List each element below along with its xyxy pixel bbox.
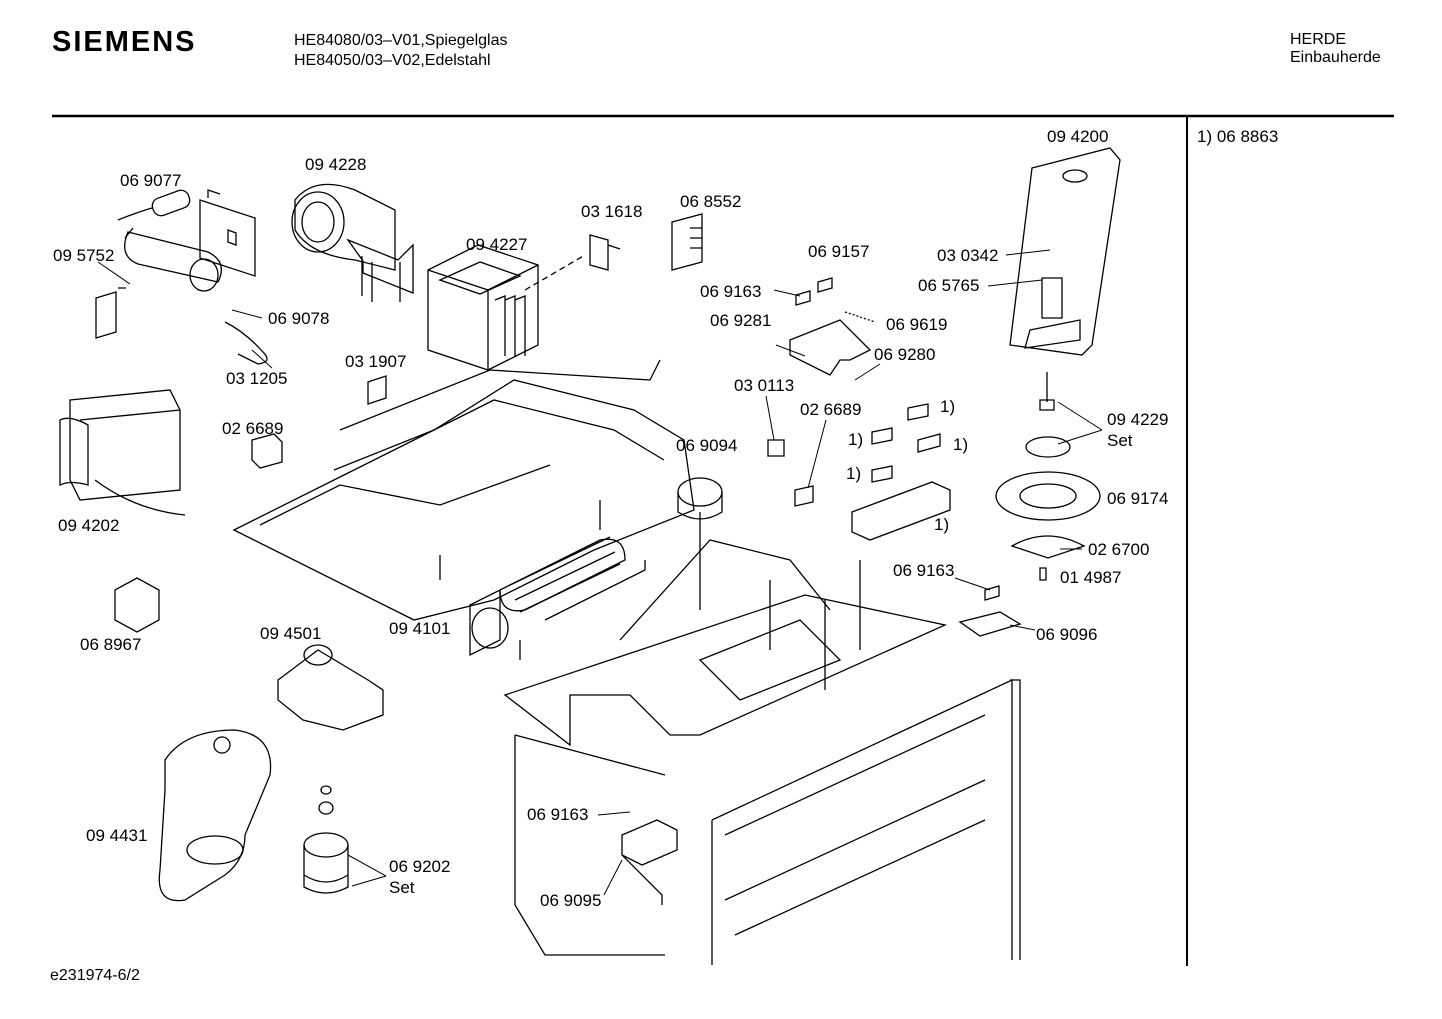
part-026689-left [251,433,283,469]
leader-lines [97,249,1103,896]
label-094202: 09 4202 [58,516,119,535]
part-031907 [367,375,387,405]
label-031618: 03 1618 [581,202,642,221]
switch-bracket [851,481,951,541]
label-069202-set: Set [389,878,415,897]
part-026700 [1010,535,1086,559]
capacitor-069077 [117,189,191,239]
category-main: HERDE [1290,31,1347,48]
label-069096: 06 9096 [1036,625,1097,644]
document-id: e231974-6/2 [50,967,140,984]
category-sub: Einbauherde [1290,49,1381,66]
actuator-069281 [789,319,872,376]
label-069078: 06 9078 [268,309,329,328]
roller-ring-069174 [995,471,1101,521]
label-030113: 03 0113 [734,376,794,395]
tangential-fan-094101 [469,536,646,660]
label-069095: 06 9095 [540,891,601,910]
model-2: HE84050/03–V02,Edelstahl [294,52,491,69]
switch-069096 [958,585,1022,637]
label-094228: 09 4228 [305,155,366,174]
model-1: HE84080/03–V01,Spiegelglas [294,32,508,49]
transformer-094202 [59,389,186,516]
label-068552: 06 8552 [680,192,741,211]
coupler-094229 [1025,436,1071,458]
label-069077: 06 9077 [120,171,181,190]
label-030342: 03 0342 [937,246,998,265]
label-069619: 06 9619 [886,315,947,334]
fan-motor-094501 [277,644,384,731]
label-094501: 09 4501 [260,624,321,643]
label-094227: 09 4227 [466,235,527,254]
part-068552 [671,213,703,271]
label-footnote-ref-2: 1) [848,430,863,449]
spring-069619 [844,311,876,323]
shaft-094229 [1039,372,1055,411]
turntable-plate-094200 [1009,147,1121,356]
part-drawings [59,147,1121,965]
label-031907: 03 1907 [345,352,406,371]
switch-group [871,403,941,483]
label-069202: 06 9202 [389,857,450,876]
footnote: 1) 06 8863 [1197,127,1279,146]
label-footnote-ref-1: 1) [940,397,955,416]
convection-set-069202 [303,785,349,894]
label-095752: 09 5752 [53,246,114,265]
switch-069095 [621,819,678,905]
label-026689: 02 6689 [222,419,283,438]
thermostat-069094 [677,477,723,610]
category: HERDE Einbauherde [1290,31,1381,67]
part-030113 [767,439,785,457]
part-031618 [589,234,621,271]
label-069174: 06 9174 [1107,489,1168,508]
label-069280: 06 9280 [874,345,935,364]
label-069094: 06 9094 [676,436,737,455]
part-labels: 06 9077 09 4228 09 5752 06 9078 03 1205 … [53,127,1168,910]
label-094229-set: Set [1107,431,1133,450]
label-footnote-ref-4: 1) [846,464,861,483]
label-068967: 06 8967 [80,635,141,654]
label-094431: 09 4431 [86,826,147,845]
part-068967 [114,577,160,633]
label-026689-b: 02 6689 [800,400,861,419]
label-014987: 01 4987 [1060,568,1121,587]
label-footnote-ref-3: 1) [953,435,968,454]
magnetron-094227 [427,244,539,371]
cavity-top-tray [232,359,695,621]
label-069281: 06 9281 [710,311,771,330]
label-031205: 03 1205 [226,369,287,388]
brand-logo: SIEMENS [52,26,197,58]
label-069163: 06 9163 [700,282,761,301]
blower-094228 [291,183,414,302]
part-026689-right [794,485,814,507]
label-069157: 06 9157 [808,242,869,261]
label-footnote-ref-5: 1) [934,515,949,534]
screw-014987 [1039,567,1047,581]
label-069163-b: 06 9163 [893,561,954,580]
microswitches-069157 [795,277,833,306]
duct-plate-094431 [158,729,272,902]
label-094200: 09 4200 [1047,127,1108,146]
label-065765: 06 5765 [918,276,979,295]
model-list: HE84080/03–V01,Spiegelglas HE84050/03–V0… [294,31,508,71]
label-069163-c: 06 9163 [527,805,588,824]
label-094229: 09 4229 [1107,410,1168,429]
label-026700: 02 6700 [1088,540,1149,559]
bracket-plate [199,189,256,277]
oven-cavity [503,539,1021,965]
label-094101: 09 4101 [389,619,450,638]
leader-dashed [524,254,586,291]
capacitor-095752 [95,231,268,365]
